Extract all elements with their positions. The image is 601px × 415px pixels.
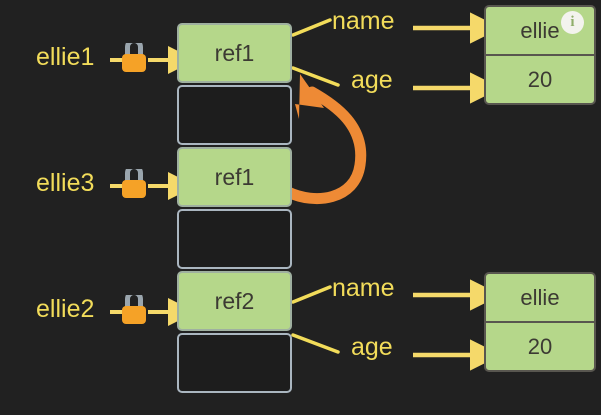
field-label-name: name xyxy=(332,7,395,35)
stack-cell-5 xyxy=(177,333,292,393)
object-field-value: ellie xyxy=(520,284,560,310)
stack-cell-3 xyxy=(177,209,292,269)
stack-cell-1 xyxy=(177,85,292,145)
stack-column: ref1 ref1 ref2 xyxy=(177,23,292,395)
object-field-name: ellie xyxy=(484,272,596,322)
stack-cell-4: ref2 xyxy=(177,271,292,331)
object-field-age: 20 xyxy=(484,322,596,372)
object-field-value: ellie xyxy=(520,17,560,43)
field-label-age: age xyxy=(351,333,393,361)
object-field-value: 20 xyxy=(527,333,553,359)
stack-cell-2: ref1 xyxy=(177,147,292,207)
stack-cell-value: ref1 xyxy=(214,39,255,66)
heap-object-2: ellie 20 xyxy=(484,272,596,372)
lock-icon xyxy=(110,38,176,77)
heap-object-1: ellie i 20 xyxy=(484,5,596,105)
stack-cell-value: ref2 xyxy=(214,287,255,314)
reassignment-arrow-icon xyxy=(282,74,367,204)
stack-cell-value: ref1 xyxy=(214,163,255,190)
object1-field-arrows xyxy=(413,12,502,104)
lock-icon xyxy=(110,290,176,329)
object2-field-arrows xyxy=(413,279,502,371)
variable-label-ellie1: ellie1 xyxy=(36,43,95,71)
variable-label-ellie3: ellie3 xyxy=(36,169,95,197)
object-field-value: 20 xyxy=(527,66,553,92)
lock-icon xyxy=(110,164,176,203)
field-label-name: name xyxy=(332,274,395,302)
field-label-age: age xyxy=(351,66,393,94)
stack-cell-0: ref1 xyxy=(177,23,292,83)
info-icon[interactable]: i xyxy=(561,11,584,34)
variable-label-ellie2: ellie2 xyxy=(36,295,95,323)
object-field-name: ellie i xyxy=(484,5,596,55)
object-field-age: 20 xyxy=(484,55,596,105)
